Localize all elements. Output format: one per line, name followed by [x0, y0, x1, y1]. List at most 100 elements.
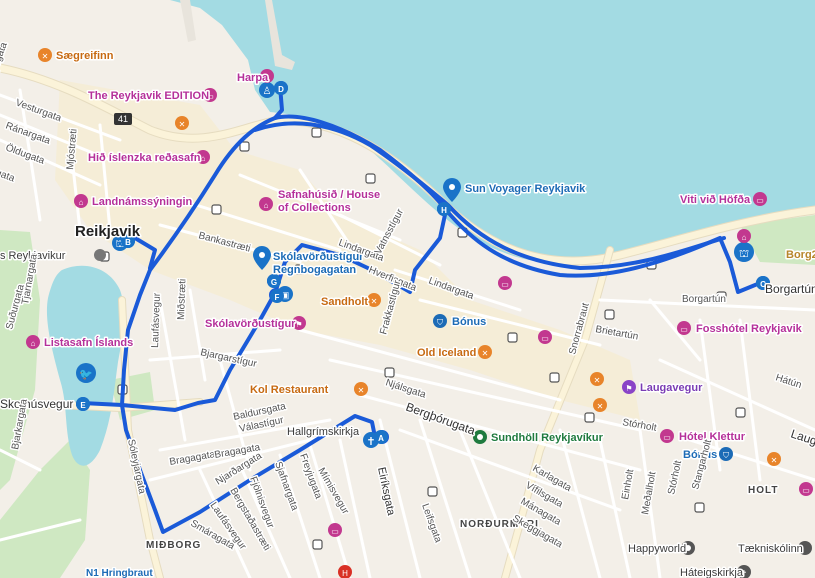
edition-hotel-icon[interactable]: ▭: [203, 88, 217, 102]
svg-text:41: 41: [118, 114, 128, 124]
viti-icon[interactable]: ▭: [753, 192, 767, 206]
sun-voyager-pin[interactable]: [443, 178, 461, 202]
bonus-label-2: Bónus: [683, 449, 717, 461]
hofdi-pin[interactable]: ⛫: [734, 242, 754, 262]
restaurant-pois[interactable]: ✕ ✕ ✕ ✕ ✕ ✕ ✕ ✕: [38, 48, 781, 466]
harbour-pier: [265, 0, 295, 70]
harpa-label: Harpa: [237, 72, 269, 84]
bonus-icon-1[interactable]: ⛉: [433, 314, 447, 328]
hateigskirkja-icon[interactable]: ✝: [737, 565, 751, 578]
skolavordustigur-pin[interactable]: [253, 246, 271, 270]
bus-stop-icon: [549, 372, 560, 383]
blue-pins[interactable]: ♙ ⛫ ▣ 🐦 ✝ ⛫ C: [76, 81, 770, 448]
hid-islenzka-label: Hið íslenzka reðasafn: [88, 152, 201, 164]
landnam-icon[interactable]: ⌂: [74, 194, 88, 208]
hotel-icon-1[interactable]: ▭: [498, 276, 512, 290]
laugavegur-icon[interactable]: ⚑: [622, 380, 636, 394]
bonus-icon-2[interactable]: ⛉: [719, 447, 733, 461]
svg-text:⌂: ⌂: [264, 201, 269, 210]
hofdi-icon[interactable]: ⌂: [737, 229, 751, 243]
harpa-monument-pin[interactable]: ♙: [259, 82, 275, 98]
svg-text:A: A: [378, 434, 384, 443]
svg-text:✕: ✕: [42, 52, 49, 61]
fosshotel-icon[interactable]: ▭: [677, 321, 691, 335]
svg-text:⛫: ⛫: [115, 239, 124, 250]
klettur-label: Hótel Klettur: [679, 431, 746, 443]
waypoint-a-pin[interactable]: A: [374, 430, 388, 444]
svg-text:Miðstræti: Miðstræti: [175, 279, 188, 321]
klettur-icon[interactable]: ▭: [660, 429, 674, 443]
sea-area: [170, 0, 815, 263]
reykjavik-city-label: Reikjavik: [75, 223, 141, 240]
hofdi-pin-c[interactable]: C: [756, 276, 770, 290]
svg-text:H: H: [342, 569, 348, 578]
n1-label: N1 Hringbraut: [86, 568, 153, 578]
waypoint-d-pin[interactable]: D: [274, 81, 288, 95]
svg-text:Mjóstræti: Mjóstræti: [65, 128, 80, 170]
hotel-icon-4[interactable]: ▭: [328, 523, 342, 537]
sandholt-label: Sandholt: [321, 296, 368, 308]
waypoint-g-pin[interactable]: G: [267, 274, 281, 288]
hospital-icon[interactable]: H: [338, 565, 352, 578]
svg-text:⛉: ⛉: [437, 318, 443, 327]
park-southwest: [0, 440, 90, 578]
park-hofdi: [740, 215, 815, 265]
svg-text:C: C: [760, 280, 766, 289]
svg-text:D: D: [278, 85, 284, 94]
bus-stop-icon: [716, 291, 727, 302]
sandholt-icon[interactable]: ✕: [367, 293, 381, 307]
svg-text:▭: ▭: [680, 325, 688, 334]
old-iceland-icon[interactable]: ✕: [478, 345, 492, 359]
listasafn-icon[interactable]: ⌂: [26, 335, 40, 349]
minor-streets: [0, 88, 815, 578]
svg-text:G: G: [271, 278, 277, 287]
waypoint-h-pin[interactable]: H: [437, 202, 451, 216]
svg-text:✕: ✕: [358, 386, 365, 395]
bird-pin[interactable]: 🐦: [76, 363, 96, 383]
saegreifinn-icon[interactable]: ✕: [38, 48, 52, 62]
park-west: [0, 230, 40, 490]
safnahusid-icon[interactable]: ⌂: [259, 197, 273, 211]
pink-pois[interactable]: ⌂ ▭ ⌂ ⌂ ⌂ ▭ ⌂ ⌂ ⚑ ▭ ▭ ▭ ⚑ ▭ ▭ ▭ H: [26, 69, 813, 578]
svg-text:▭: ▭: [663, 433, 671, 442]
shop-pois[interactable]: ⛉ ⛉ ✝: [433, 314, 812, 578]
hostel-icon[interactable]: [94, 249, 106, 261]
kol-icon[interactable]: ✕: [354, 382, 368, 396]
waypoint-b-pin[interactable]: B: [121, 234, 135, 248]
restaurant-icon-2[interactable]: ✕: [590, 372, 604, 386]
svg-text:✕: ✕: [371, 297, 378, 306]
svg-text:Laufásvegur: Laufásvegur: [150, 292, 163, 348]
waypoint-f-pin[interactable]: F: [270, 289, 284, 303]
borg-label: Borg2: [786, 249, 815, 261]
skolavord-icon[interactable]: ⚑: [292, 316, 306, 330]
hotel-icon-3[interactable]: ▭: [799, 482, 813, 496]
hostel-label: s Reykjavikur: [0, 250, 66, 262]
museum-icon[interactable]: ⌂: [196, 150, 210, 164]
waypoint-e-pin[interactable]: E: [76, 397, 90, 411]
restaurant-icon-4[interactable]: ✕: [767, 452, 781, 466]
hotel-icon-2[interactable]: ▭: [538, 330, 552, 344]
svg-text:⌂: ⌂: [79, 198, 84, 207]
harpa-icon[interactable]: ⌂: [260, 69, 274, 83]
restaurant-icon-1[interactable]: ✕: [175, 116, 189, 130]
fosshotel-label: Fosshótel Reykjavik: [696, 323, 803, 335]
svg-text:✝: ✝: [741, 569, 748, 578]
safnahusid-label-2: of Collections: [278, 202, 351, 214]
sundholl-icon[interactable]: [473, 430, 487, 444]
svg-text:▭: ▭: [501, 280, 509, 289]
taekniskolinn-icon[interactable]: [798, 541, 812, 555]
bonus-label-1: Bónus: [452, 316, 486, 328]
harbour-pier-west: [180, 0, 196, 42]
svg-text:▭: ▭: [206, 92, 214, 101]
taekniskolinn-label: Tækniskólinn: [738, 543, 803, 555]
holt-label: HOLT: [748, 485, 778, 496]
restaurant-icon-3[interactable]: ✕: [593, 398, 607, 412]
svg-text:Borgartún: Borgartún: [765, 282, 815, 296]
svg-text:▭: ▭: [802, 486, 810, 495]
bus-stop-icon: [584, 412, 595, 423]
svg-text:Borgartún: Borgartún: [682, 294, 726, 305]
happyworld-icon[interactable]: [681, 541, 695, 555]
bus-stop-icon: [294, 264, 305, 275]
